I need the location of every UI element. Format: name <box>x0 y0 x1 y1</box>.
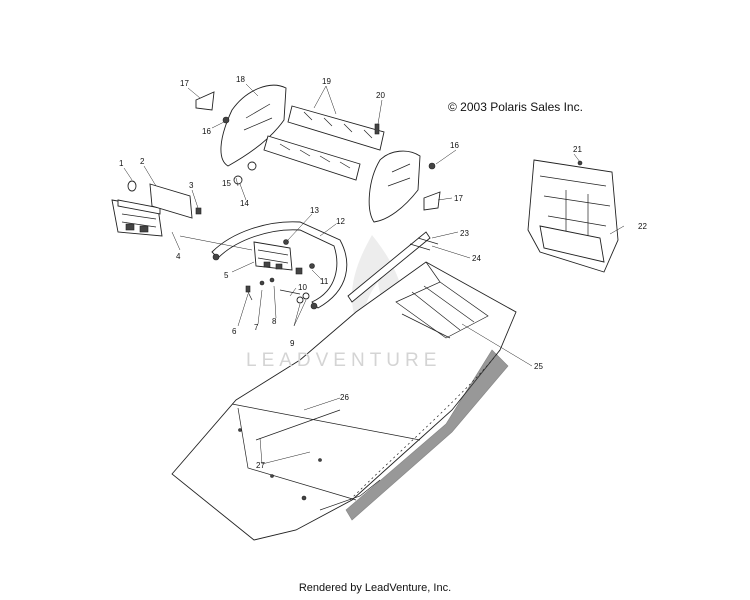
callout-15: 15 <box>222 179 231 188</box>
bulb-1 <box>127 180 137 192</box>
tail-light-housing-4 <box>111 199 163 237</box>
callout-14: 14 <box>240 199 249 208</box>
callout-27: 27 <box>256 461 265 470</box>
hardware-6-11 <box>245 239 315 304</box>
rear-bumper-12 <box>211 221 348 310</box>
callout-6: 6 <box>232 327 237 336</box>
lens-gasket-2 <box>149 183 193 219</box>
callout-22: 22 <box>638 222 647 231</box>
callout-20: 20 <box>376 91 385 100</box>
callout-5: 5 <box>224 271 229 280</box>
rail-23-24 <box>347 231 439 303</box>
callout-26: 26 <box>340 393 349 402</box>
lead-lines <box>123 83 625 465</box>
callout-2: 2 <box>140 157 145 166</box>
callout-18: 18 <box>236 75 245 84</box>
callout-23: 23 <box>460 229 469 238</box>
callout-25: 25 <box>534 362 543 371</box>
callout-13: 13 <box>310 206 319 215</box>
flap-17-left <box>195 91 215 111</box>
tail-light-5 <box>253 241 293 271</box>
callout-8: 8 <box>272 317 277 326</box>
end-cap-right <box>368 150 421 223</box>
callout-4: 4 <box>176 252 181 261</box>
tunnel-25 <box>171 261 517 541</box>
callout-16-left: 16 <box>202 127 211 136</box>
callout-1: 1 <box>119 159 124 168</box>
callout-21: 21 <box>573 145 582 154</box>
flap-17-right <box>423 191 441 211</box>
callout-11: 11 <box>320 277 329 286</box>
copyright-text: © 2003 Polaris Sales Inc. <box>448 100 583 114</box>
callout-17-left: 17 <box>180 79 189 88</box>
snow-flap-22 <box>527 159 619 273</box>
bolt-20 <box>374 123 380 135</box>
washers-14-15 <box>233 161 436 185</box>
end-cap-18 <box>220 84 287 167</box>
callout-16-right: 16 <box>450 141 459 150</box>
callout-12: 12 <box>336 217 345 226</box>
callout-24: 24 <box>472 254 481 263</box>
callout-9: 9 <box>290 339 295 348</box>
screw-3 <box>195 207 202 215</box>
footer-credit: Rendered by LeadVenture, Inc. <box>298 582 452 594</box>
callout-3: 3 <box>189 181 194 190</box>
rail-19 <box>263 105 385 181</box>
watermark-text: LEADVENTURE <box>246 350 442 371</box>
callout-10: 10 <box>298 283 307 292</box>
callout-7: 7 <box>254 323 259 332</box>
callout-19: 19 <box>322 77 331 86</box>
callout-17-right: 17 <box>454 194 463 203</box>
callout-numbers: 1 2 3 4 5 6 7 8 9 10 11 12 13 14 15 16 1… <box>119 75 647 470</box>
